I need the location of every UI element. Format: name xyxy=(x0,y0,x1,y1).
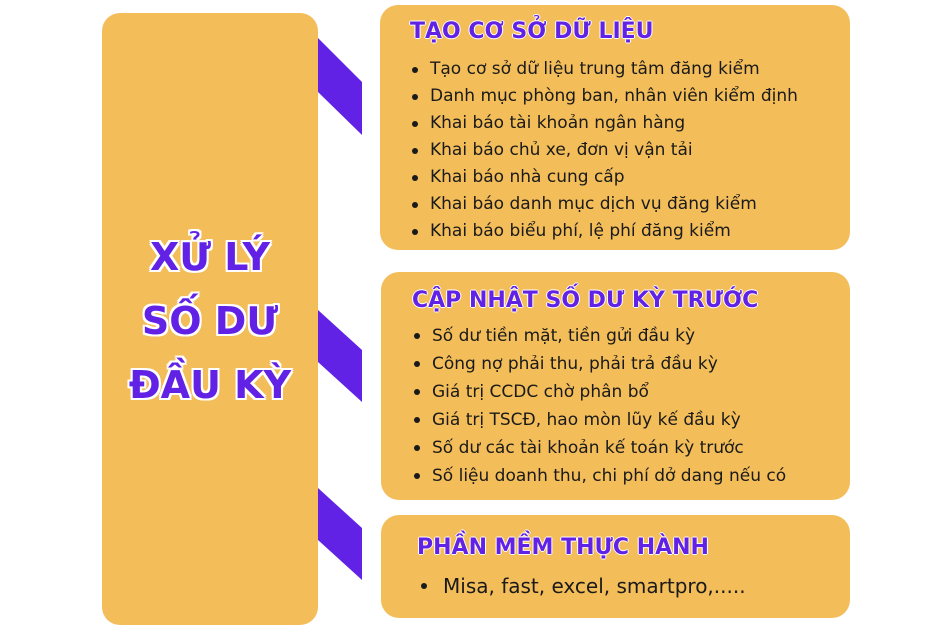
list-item: Khai báo biểu phí, lệ phí đăng kiểm xyxy=(410,218,798,245)
connector-to-card-3 xyxy=(318,488,362,580)
list-item: Khai báo tài khoản ngân hàng xyxy=(410,110,798,137)
card-title: TẠO CƠ SỞ DỮ LIỆU xyxy=(410,19,654,44)
list-item: Danh mục phòng ban, nhân viên kiểm định xyxy=(410,83,798,110)
list-item: Tạo cơ sở dữ liệu trung tâm đăng kiểm xyxy=(410,56,798,83)
main-title-line-1: XỬ LÝ xyxy=(149,235,271,279)
card-item-list: Misa, fast, excel, smartpro,..... xyxy=(419,571,746,601)
main-title-line-3: ĐẦU KỲ xyxy=(128,363,292,407)
list-item: Khai báo nhà cung cấp xyxy=(410,164,798,191)
connector-to-card-1 xyxy=(318,38,362,135)
list-item: Giá trị TSCĐ, hao mòn lũy kế đầu kỳ xyxy=(412,406,786,434)
card-title: PHẦN MỀM THỰC HÀNH xyxy=(417,535,709,560)
list-item: Công nợ phải thu, phải trả đầu kỳ xyxy=(412,350,786,378)
main-topic-title: XỬ LÝ SỐ DƯ ĐẦU KỲ xyxy=(102,225,318,417)
list-item: Khai báo danh mục dịch vụ đăng kiểm xyxy=(410,191,798,218)
list-item: Số dư tiền mặt, tiền gửi đầu kỳ xyxy=(412,322,786,350)
main-topic-panel: XỬ LÝ SỐ DƯ ĐẦU KỲ xyxy=(102,13,318,625)
connector-to-card-2 xyxy=(318,310,362,402)
card-update-prior-balances: CẬP NHẬT SỐ DƯ KỲ TRƯỚC Số dư tiền mặt, … xyxy=(381,272,850,500)
main-title-line-2: SỐ DƯ xyxy=(141,299,279,343)
list-item: Số liệu doanh thu, chi phí dở dang nếu c… xyxy=(412,462,786,490)
card-create-database: TẠO CƠ SỞ DỮ LIỆU Tạo cơ sở dữ liệu trun… xyxy=(380,5,850,250)
list-item: Giá trị CCDC chờ phân bổ xyxy=(412,378,786,406)
list-item: Số dư các tài khoản kế toán kỳ trước xyxy=(412,434,786,462)
list-item: Khai báo chủ xe, đơn vị vận tải xyxy=(410,137,798,164)
card-item-list: Số dư tiền mặt, tiền gửi đầu kỳ Công nợ … xyxy=(412,322,786,490)
card-title: CẬP NHẬT SỐ DƯ KỲ TRƯỚC xyxy=(412,288,759,313)
card-item-list: Tạo cơ sở dữ liệu trung tâm đăng kiểm Da… xyxy=(410,56,798,245)
list-item: Misa, fast, excel, smartpro,..... xyxy=(419,571,746,601)
card-practice-software: PHẦN MỀM THỰC HÀNH Misa, fast, excel, sm… xyxy=(381,515,850,618)
